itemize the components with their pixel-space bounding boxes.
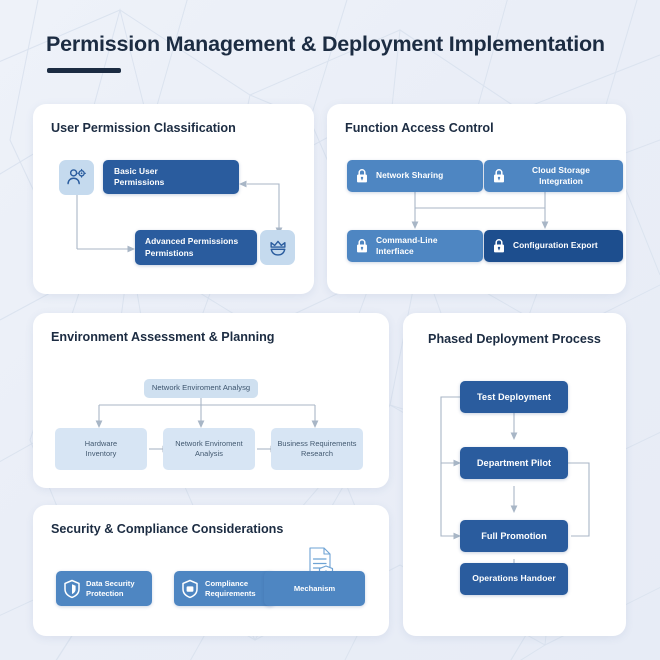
node-network-environment-analysis[interactable]: Network Enviroment Analysis xyxy=(163,428,255,470)
lock-icon xyxy=(357,239,367,253)
node-business-requirements-line2: Research xyxy=(300,449,333,458)
phased-deployment-connectors xyxy=(440,396,590,586)
node-full-promotion[interactable]: Full Promotion xyxy=(460,520,568,552)
box-compliance-requirements[interactable]: Compliance Requirements xyxy=(174,571,275,606)
node-hardware-inventory-line2: Inventory xyxy=(85,449,117,458)
node-advanced-permissions-line2: Permistions xyxy=(145,247,194,258)
box-data-security-line1: Data Security xyxy=(86,578,135,588)
node-command-line-interface[interactable]: Command-Line Interfiace xyxy=(347,230,483,262)
node-command-line-line1: Command-Line xyxy=(376,234,438,245)
node-operations-handoer-label: Operations Handoer xyxy=(472,573,556,584)
node-network-environment-analysg-label: Network Enviroment Analysg xyxy=(151,383,251,393)
box-compliance-line1: Compliance xyxy=(205,578,249,588)
node-advanced-permissions[interactable]: Advanced Permissions Permistions xyxy=(135,230,257,265)
lock-icon xyxy=(357,169,367,183)
lock-icon xyxy=(494,169,504,183)
node-full-promotion-label: Full Promotion xyxy=(481,530,547,541)
box-compliance-line2: Requirements xyxy=(205,588,256,598)
node-cloud-storage-line2: Integration xyxy=(539,176,583,186)
node-basic-user-permissions[interactable]: Basic User Permissions xyxy=(103,160,239,194)
node-configuration-export[interactable]: Configuration Export xyxy=(484,230,623,262)
node-configuration-export-label: Configuration Export xyxy=(513,240,598,251)
card-function-access-control: Function Access Control Network Sharing xyxy=(327,104,626,294)
node-network-environment-analysis-line1: Network Enviroment xyxy=(175,439,243,449)
node-basic-user-permissions-line2: Permissions xyxy=(114,177,165,187)
node-network-environment-analysg[interactable]: Network Enviroment Analysg xyxy=(144,379,258,398)
node-command-line-line2: Interfiace xyxy=(376,246,414,256)
user-permission-connectors xyxy=(73,180,283,253)
node-cloud-storage-line1: Cloud Storage xyxy=(532,164,590,175)
card-title-user-permission: User Permission Classification xyxy=(51,121,236,135)
node-test-deployment-label: Test Deployment xyxy=(476,391,552,402)
user-gear-icon xyxy=(67,168,86,185)
lock-icon xyxy=(494,239,504,253)
card-security-compliance-considerations: Security & Compliance Considerations xyxy=(33,505,389,636)
crown-icon xyxy=(269,240,286,256)
card-title-security-compliance: Security & Compliance Considerations xyxy=(51,522,284,536)
node-advanced-permissions-line1: Advanced Permissions xyxy=(145,236,239,247)
card-user-permission-classification: User Permission Classification xyxy=(33,104,314,294)
node-network-environment-analysis-line2: Analysis xyxy=(195,449,223,458)
node-hardware-inventory[interactable]: Hardware Inventory xyxy=(55,428,147,470)
function-access-connectors xyxy=(411,192,549,229)
card-title-phased-deployment: Phased Deployment Process xyxy=(428,332,601,346)
shield-icon xyxy=(64,579,80,599)
node-network-sharing-label: Network Sharing xyxy=(376,170,444,181)
box-mechanism-label: Mechanism xyxy=(293,583,336,593)
node-business-requirements-research[interactable]: Business Requirements Research xyxy=(271,428,363,470)
title-underline-accent xyxy=(47,68,121,73)
node-cloud-storage-integration[interactable]: Cloud Storage Integration xyxy=(484,160,623,192)
card-environment-assessment-planning: Environment Assessment & Planning Networ… xyxy=(33,313,389,488)
page-title: Permission Management & Deployment Imple… xyxy=(46,32,605,56)
user-gear-icon-tile xyxy=(59,160,94,195)
node-department-pilot-label: Department Pilot xyxy=(476,457,552,468)
node-business-requirements-line1: Business Requirements xyxy=(277,439,357,449)
box-mechanism[interactable]: Mechanism xyxy=(264,571,365,606)
node-network-sharing[interactable]: Network Sharing xyxy=(347,160,483,192)
card-title-function-access: Function Access Control xyxy=(345,121,494,135)
node-department-pilot[interactable]: Department Pilot xyxy=(460,447,568,479)
crown-icon-tile xyxy=(260,230,295,265)
node-test-deployment[interactable]: Test Deployment xyxy=(460,381,568,413)
node-operations-handoer[interactable]: Operations Handoer xyxy=(460,563,568,595)
node-basic-user-permissions-line1: Basic User xyxy=(114,165,158,176)
card-phased-deployment-process: Phased Deployment Process Test Deploymen… xyxy=(403,313,626,636)
box-data-security-line2: Protection xyxy=(86,588,124,598)
node-hardware-inventory-line1: Hardware xyxy=(84,439,118,449)
shield-icon xyxy=(182,579,198,599)
card-title-environment: Environment Assessment & Planning xyxy=(51,330,275,344)
box-data-security-protection[interactable]: Data Security Protection xyxy=(56,571,152,606)
